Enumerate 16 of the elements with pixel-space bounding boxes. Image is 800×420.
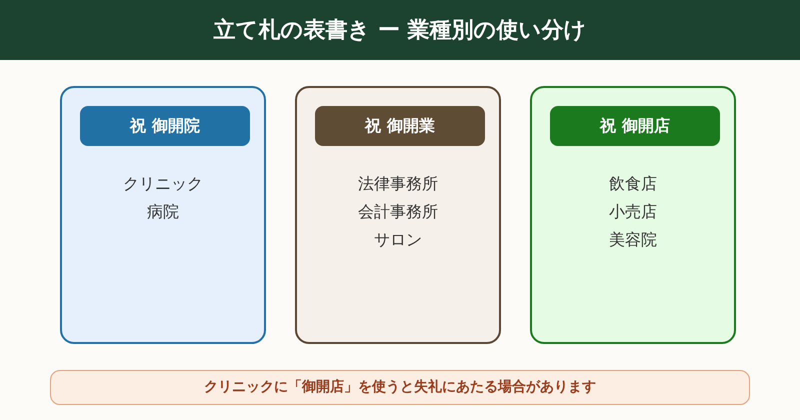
title: 立て札の表書き ー 業種別の使い分け — [212, 16, 588, 45]
business-type: 会計事務所 — [358, 201, 438, 223]
category-card — [530, 86, 736, 344]
business-type: 飲食店 — [609, 173, 657, 195]
category-card — [60, 86, 266, 344]
business-type: 法律事務所 — [358, 173, 438, 195]
business-type: サロン — [374, 229, 422, 251]
category-header: 祝 御開業 — [315, 106, 485, 146]
business-type: 病院 — [147, 201, 179, 223]
category-header: 祝 御開店 — [550, 106, 720, 146]
business-type: 小売店 — [609, 201, 657, 223]
category-card — [295, 86, 501, 344]
business-type: クリニック — [123, 173, 203, 195]
business-type: 美容院 — [609, 229, 657, 251]
warning-note: クリニックに「御開店」を使うと失礼にあたる場合があります — [50, 370, 750, 405]
category-header: 祝 御開院 — [80, 106, 250, 146]
